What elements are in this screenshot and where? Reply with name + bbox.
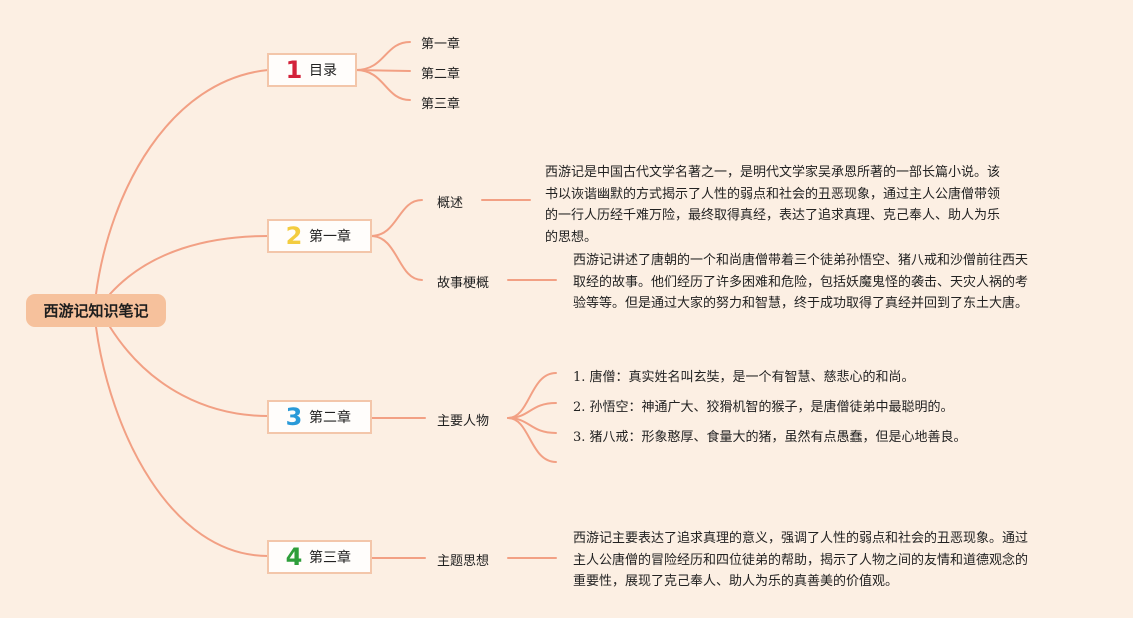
zhuti-paragraph: 西游记主要表达了追求真理的意义，强调了人性的弱点和社会的丑恶现象。通过 主人公唐… xyxy=(573,528,1083,593)
root-title: 西游记知识笔记 xyxy=(43,302,149,320)
character-item-1: 1. 唐僧：真实姓名叫玄奘，是一个有智慧、慈悲心的和尚。 xyxy=(573,366,915,385)
character-item-2: 2. 孙悟空：神通广大、狡猾机智的猴子，是唐僧徒弟中最聪明的。 xyxy=(573,396,954,415)
chapter-label-4: 第三章 xyxy=(309,550,351,566)
sub-node-gushi[interactable]: 故事梗概 xyxy=(437,276,490,291)
toc-item-3[interactable]: 第三章 xyxy=(421,97,461,112)
character-text-3: 猪八戒：形象憨厚、食量大的猪，虽然有点愚蠢，但是心地善良。 xyxy=(589,430,967,445)
chapter-node-4[interactable]: 4 第三章 xyxy=(267,540,372,574)
connector-ch2-sub2 xyxy=(370,235,423,281)
chapter-label-2: 第一章 xyxy=(309,229,351,245)
chapter-node-1[interactable]: 1 目录 xyxy=(267,53,357,87)
character-text-1: 唐僧：真实姓名叫玄奘，是一个有智慧、慈悲心的和尚。 xyxy=(589,370,915,385)
character-index-1: 1. xyxy=(573,370,586,385)
chapter-node-2[interactable]: 2 第一章 xyxy=(267,219,372,253)
connector-ch1-sub1 xyxy=(355,41,411,71)
toc-item-1[interactable]: 第一章 xyxy=(421,37,461,52)
zhuti-line-3: 重要性，展现了克己奉人、助人为乐的真善美的价值观。 xyxy=(573,574,899,589)
connector-root-ch3 xyxy=(109,326,269,417)
chapter-number-3: 3 xyxy=(285,403,303,431)
gushi-line-2: 取经的故事。他们经历了许多困难和危险，包括妖魔鬼怪的袭击、天灾人祸的考 xyxy=(573,274,1029,290)
chapter-label-1: 目录 xyxy=(309,63,337,79)
character-index-2: 2. xyxy=(573,400,586,415)
sub-node-gaishu[interactable]: 概述 xyxy=(437,196,464,211)
root-node[interactable]: 西游记知识笔记 xyxy=(26,294,166,327)
gaishu-line-4: 的思想。 xyxy=(545,229,598,245)
gaishu-line-1: 西游记是中国古代文学名著之一，是明代文学家吴承恩所著的一部长篇小说。该 xyxy=(545,165,1001,180)
connector-root-ch1 xyxy=(95,69,269,295)
connector-root-ch4 xyxy=(95,326,269,557)
character-index-3: 3. xyxy=(573,430,586,445)
connector-root-ch2 xyxy=(109,235,269,295)
chapter-number-2: 2 xyxy=(285,222,303,250)
chapter-label-3: 第二章 xyxy=(309,410,351,426)
sub-node-renwu[interactable]: 主要人物 xyxy=(437,414,490,429)
zhuti-line-1: 西游记主要表达了追求真理的意义，强调了人性的弱点和社会的丑恶现象。通过 xyxy=(573,531,1029,546)
chapter-number-4: 4 xyxy=(285,543,303,571)
character-item-3: 3. 猪八戒：形象憨厚、食量大的猪，虽然有点愚蠢，但是心地善良。 xyxy=(573,426,967,445)
zhuti-line-2: 主人公唐僧的冒险经历和四位徒弟的帮助，揭示了人物之间的友情和道德观念的 xyxy=(573,552,1029,568)
gushi-paragraph: 西游记讲述了唐朝的一个和尚唐僧带着三个徒弟孙悟空、猪八戒和沙僧前往西天 取经的故… xyxy=(573,250,1083,315)
connector-renwu-item-top xyxy=(507,372,557,419)
toc-item-2[interactable]: 第二章 xyxy=(421,67,461,82)
connector-ch1-sub3 xyxy=(355,69,411,101)
character-text-2: 孙悟空：神通广大、狡猾机智的猴子，是唐僧徒弟中最聪明的。 xyxy=(589,400,954,415)
connector-ch2-sub1 xyxy=(370,199,423,237)
gushi-line-1: 西游记讲述了唐朝的一个和尚唐僧带着三个徒弟孙悟空、猪八戒和沙僧前往西天 xyxy=(573,253,1029,268)
gushi-line-3: 验等等。但是通过大家的努力和智慧，终于成功取得了真经并回到了东土大唐。 xyxy=(573,296,1029,311)
sub-node-zhuti[interactable]: 主题思想 xyxy=(437,554,490,569)
gaishu-line-3: 的一行人历经千难万险，最终取得真经，表达了追求真理、克己奉人、助人为乐 xyxy=(545,208,1001,223)
chapter-number-1: 1 xyxy=(285,56,303,84)
chapter-node-3[interactable]: 3 第二章 xyxy=(267,400,372,434)
gaishu-paragraph: 西游记是中国古代文学名著之一，是明代文学家吴承恩所著的一部长篇小说。该 书以诙谐… xyxy=(545,162,1065,248)
connector-renwu-item-bottom xyxy=(507,417,557,463)
gaishu-line-2: 书以诙谐幽默的方式揭示了人性的弱点和社会的丑恶现象，通过主人公唐僧带领 xyxy=(545,186,1001,202)
